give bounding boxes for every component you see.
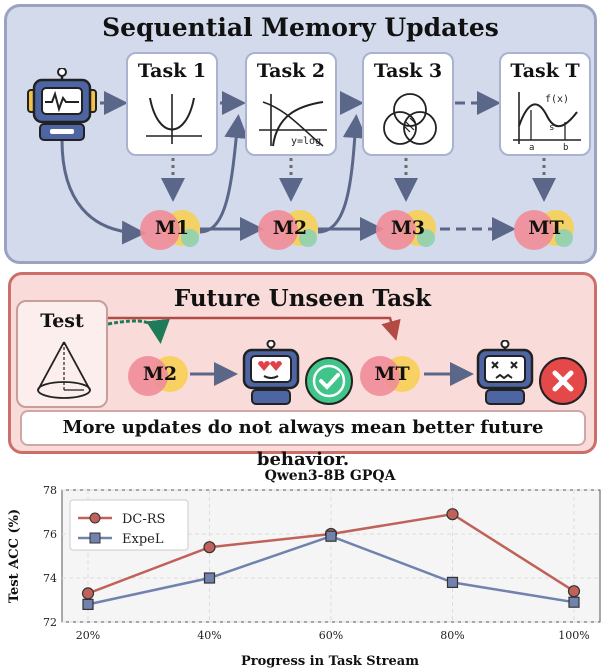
memory-m1: M1 [136, 204, 208, 254]
data-point-expel [203, 572, 216, 584]
x-tick-label: 80% [440, 629, 464, 642]
conclusion-message: More updates do not always mean better f… [20, 410, 586, 470]
memory-mT-future: MT [356, 350, 428, 400]
legend-label-dcrs: DC-RS [122, 512, 165, 527]
data-point-expel [568, 596, 580, 608]
brain-sun-icon [140, 210, 200, 250]
task-card-3: Task 3 [362, 52, 454, 156]
data-point-expel [325, 530, 337, 542]
x-tick-label: 60% [319, 629, 343, 642]
memory-label: M3 [390, 217, 426, 239]
failed-robot-icon [476, 340, 534, 405]
parabola-graph-icon [146, 94, 202, 144]
legend-marker-dcrs [89, 512, 101, 524]
y-tick-label: 78 [43, 484, 57, 497]
memory-label: M2 [272, 217, 308, 239]
top-arrows [60, 91, 556, 245]
legend: DC-RS ExpeL [69, 499, 189, 551]
data-point-dc-rs [81, 587, 95, 600]
integral-graph-icon: f(x) s a b [513, 92, 581, 152]
y-tick-label: 76 [43, 528, 57, 541]
data-point-expel [82, 598, 94, 610]
memory-label: M2 [142, 363, 178, 385]
brain-sun-icon [514, 210, 574, 250]
panel-title: Sequential Memory Updates [102, 13, 499, 42]
memory-label: MT [374, 363, 410, 385]
memory-m3: M3 [372, 204, 444, 254]
x-axis-ticks: 20% 40% 60% 80% 100% [76, 629, 590, 642]
memory-m2-future: M2 [124, 350, 196, 400]
task-label: Task 2 [256, 60, 326, 82]
brain-sun-icon [258, 210, 318, 250]
bottom-arrows [107, 316, 474, 386]
y-axis-ticks: 72 74 76 78 [43, 484, 57, 629]
y-tick-label: 72 [43, 616, 57, 629]
memory-label: M1 [154, 217, 190, 239]
happy-robot-icon [242, 340, 300, 405]
panel-title: Future Unseen Task [173, 285, 432, 312]
log-equation-label: y=log [291, 136, 321, 147]
arrow-robot-m1 [60, 139, 146, 245]
legend-marker-expel [89, 532, 101, 544]
b-label: b [563, 143, 568, 152]
brain-sun-icon [376, 210, 436, 250]
robot-icon [27, 68, 97, 141]
chart-title: Qwen3-8B GPQA [265, 468, 397, 484]
arrow-test-m2 [107, 318, 170, 344]
task-card-1: Task 1 [126, 52, 218, 156]
data-point-dc-rs [203, 541, 216, 554]
brain-sun-icon [128, 356, 188, 396]
data-point-expel [446, 576, 459, 589]
y-tick-label: 74 [43, 572, 57, 585]
legend-label-expel: ExpeL [122, 532, 164, 547]
task-card-T: Task T f(x) s a b [499, 52, 591, 156]
task-label: Task 1 [137, 60, 207, 82]
data-point-dc-rs [567, 585, 581, 598]
task-card-2: Task 2 y=log [245, 52, 337, 156]
x-tick-label: 100% [558, 629, 589, 642]
cross-icon [539, 357, 587, 405]
check-icon [305, 357, 353, 405]
venn-diagram-icon [383, 93, 437, 145]
log-graph-icon: y=log [259, 94, 327, 147]
test-label: Test [40, 310, 84, 332]
test-task-card: Test [16, 300, 108, 408]
memory-mT: MT [510, 204, 582, 254]
x-axis-label: Progress in Task Stream [241, 654, 419, 669]
series-layer [81, 508, 581, 610]
task-label: Task T [510, 60, 580, 82]
cone-icon [37, 341, 91, 399]
memory-m2: M2 [254, 204, 326, 254]
arrow-test-mT [108, 316, 401, 341]
x-tick-label: 20% [76, 629, 100, 642]
y-axis-label: Test ACC (%) [7, 509, 22, 603]
fx-label: f(x) [545, 94, 569, 105]
x-tick-label: 40% [197, 629, 221, 642]
a-label: a [529, 143, 534, 152]
s-label: s [549, 123, 554, 133]
task-label: Task 3 [373, 60, 443, 82]
brain-sun-icon [360, 356, 420, 396]
memory-label: MT [528, 217, 564, 239]
data-point-dc-rs [446, 508, 459, 521]
